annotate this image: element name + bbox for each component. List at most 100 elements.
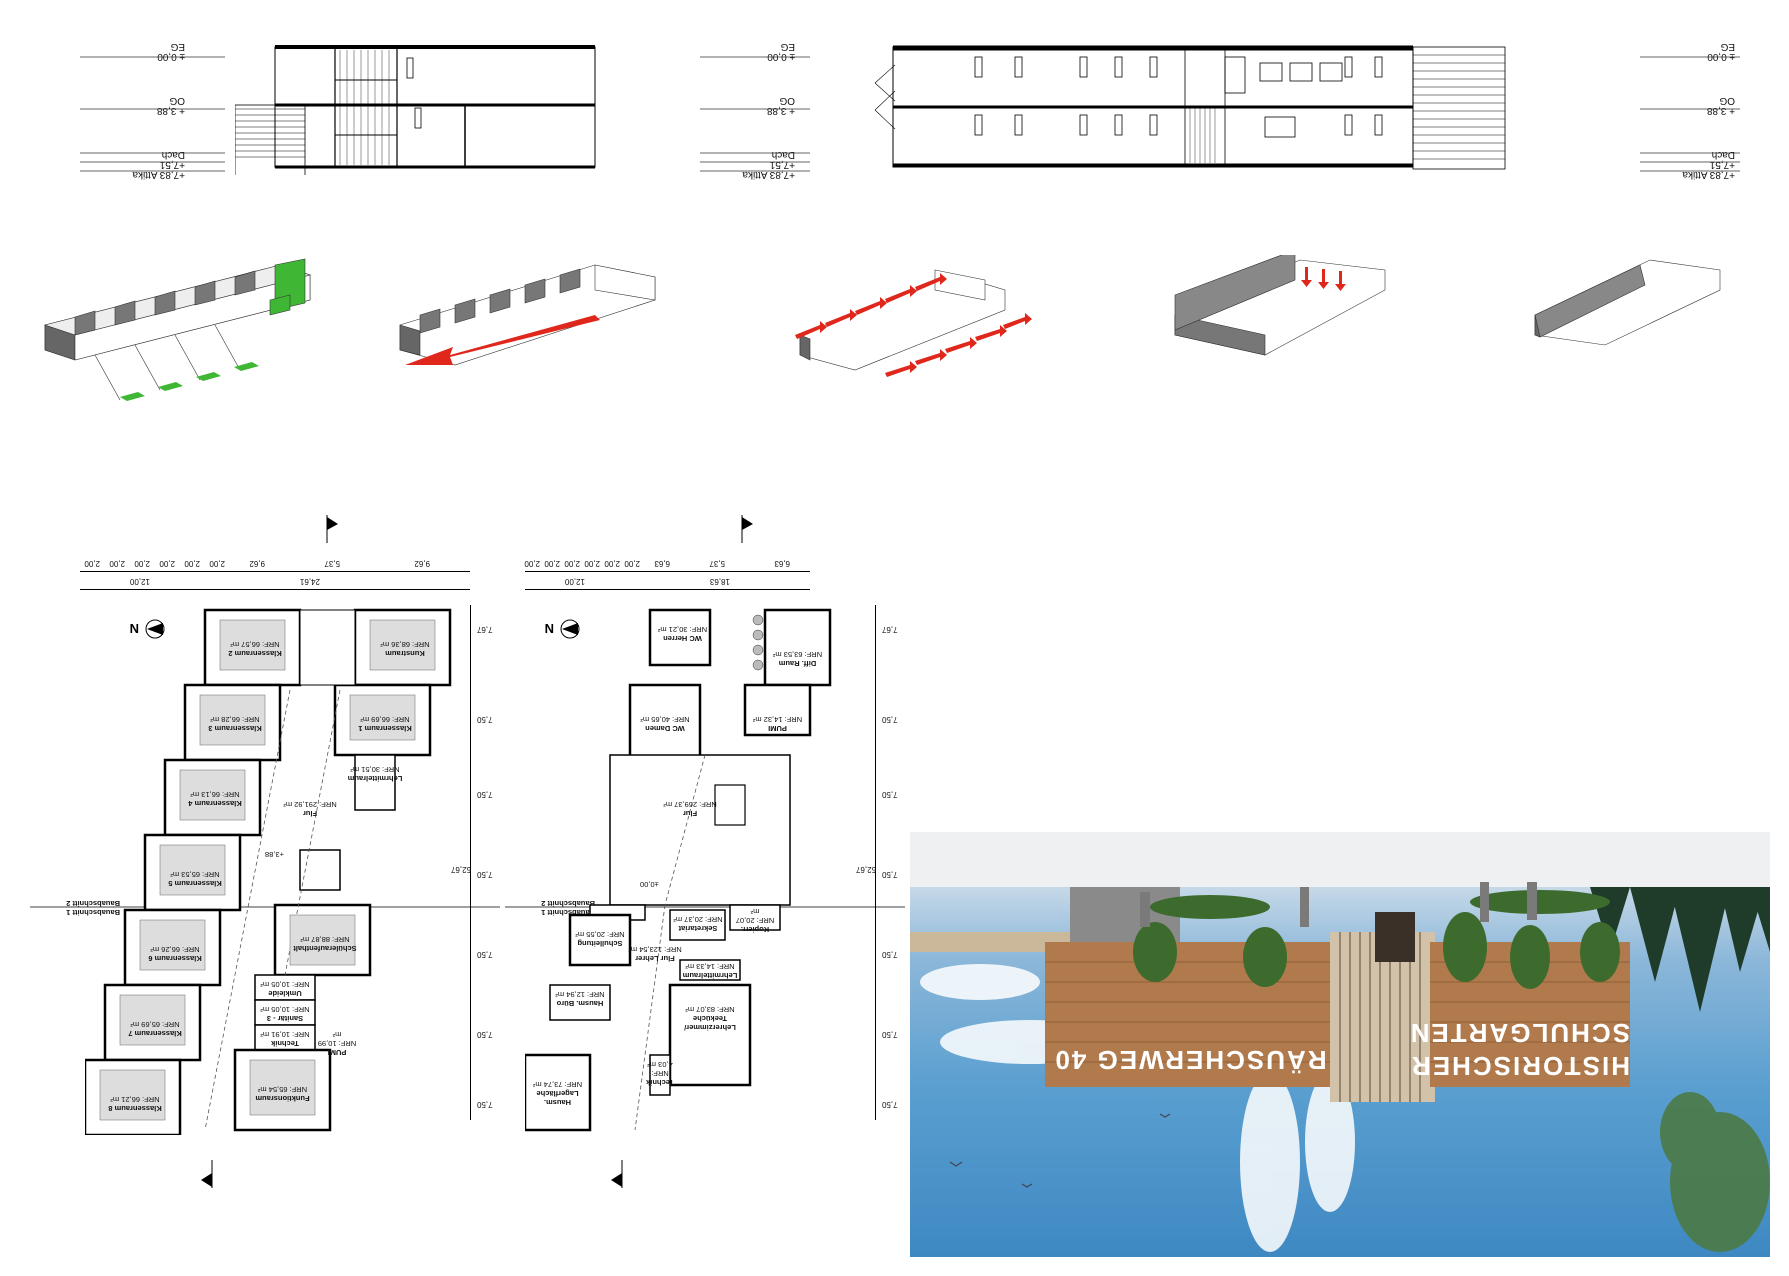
section-line-right (505, 906, 905, 908)
room-name: Diff. Raum (778, 659, 817, 668)
room-area: NRF: 65,54 m² (257, 1085, 308, 1094)
room-area: NRF: 66,26 m² (150, 945, 200, 954)
dim-top-2: 24,61 (299, 577, 320, 586)
dim-seg-7: 9,62 (249, 559, 265, 568)
dim-seg-4: 2,00 (584, 559, 600, 568)
room-area: NRF: 10,05 m² (260, 980, 310, 989)
section-flag-bottom-right (611, 1160, 623, 1188)
dim-seg-6: 2,00 (209, 559, 225, 568)
dim-seg-8: 5,37 (709, 559, 725, 568)
room-area: NRF: 63,53 m² (772, 650, 823, 659)
north-label: N (130, 621, 139, 636)
render-scene (910, 832, 1770, 1252)
dim-r-1: 7,67 (477, 625, 493, 634)
room-name: Klassenraum 4 (188, 799, 242, 808)
dim-r-3: 7,50 (477, 790, 493, 799)
room-name: Hausm. Lagerfläche (536, 1089, 579, 1107)
room-area: NRF: 66,69 m² (360, 715, 410, 724)
room-area: NRF: 14,32 m² (752, 715, 803, 724)
room-area: NRF: 4,03 m² (647, 1060, 673, 1078)
room-name: Sanitär - 3 (266, 1014, 304, 1023)
room-name: Kunstraum (385, 649, 425, 658)
room-area: NRF: 65,69 m² (130, 1020, 180, 1029)
room-name: Klassenraum 8 (108, 1104, 162, 1113)
dim-seg-5: 2,00 (604, 559, 620, 568)
room-area: NRF: 10,05 m² (260, 1005, 310, 1014)
dim-r-4: 7,50 (882, 870, 898, 879)
room-area: NRF: 269,37 m² (663, 800, 717, 809)
dim-seg-2: 2,00 (544, 559, 560, 568)
room-area: NRF: 66,28 m² (210, 715, 260, 724)
room-name: Schüleraufenthalt (293, 944, 357, 953)
room-name: Technik (646, 1078, 674, 1087)
room-name: PUMI (768, 724, 787, 733)
dim-r-7: 7,50 (477, 1100, 493, 1109)
dim-seg-8: 5,37 (324, 559, 340, 568)
section-flag-bottom-left (201, 1160, 213, 1188)
dim-r-6: 7,50 (882, 1030, 898, 1039)
dim-seg-3: 2,00 (134, 559, 150, 568)
sign-historischer-schulgarten: HISTORISCHER SCHULGARTEN (1409, 1012, 1630, 1082)
section-line-left (30, 906, 500, 908)
dim-seg-4: 2,00 (159, 559, 175, 568)
sign-text-schulgarten: HISTORISCHER SCHULGARTEN (1408, 1018, 1630, 1081)
dim-seg-1: 2,00 (84, 559, 100, 568)
room-area: NRF: 30,51 m² (350, 765, 400, 774)
room-area: NRF: 68,36 m² (380, 640, 430, 649)
floor-plan-ground-walls (525, 608, 832, 1132)
dim-r-1: 7,67 (882, 625, 898, 634)
room-name: Lehrmittelraum (347, 774, 403, 783)
dim-top-1: 12,00 (129, 577, 150, 586)
room-area: NRF: 10,91 m² (260, 1030, 310, 1039)
room-name: Technik (271, 1039, 299, 1048)
room-area: NRF: 65,53 m² (170, 870, 220, 879)
room-name: Klassenraum 1 (358, 724, 412, 733)
room-area: NRF: 66,21 m² (110, 1095, 160, 1104)
room-area: NRF: 66,13 m² (190, 790, 240, 799)
dim-seg-5: 2,00 (184, 559, 200, 568)
iso-diagram-green-modules (43, 258, 312, 401)
room-area: NRF: 20,55 m² (575, 930, 625, 939)
dims-top-left: 12,00 24,61 2,00 2,00 2,00 2,00 2,00 2,0… (80, 555, 470, 590)
room-name: WC Damen (645, 724, 685, 733)
room-area: NRF: 73,74 m² (532, 1080, 583, 1089)
room-area: NRF: 12,94 m² (555, 990, 605, 999)
iso-diagram-box (1534, 259, 1721, 346)
dim-seg-1: 2,00 (524, 559, 540, 568)
north-arrow-left: N (130, 619, 165, 639)
room-name: Klassenraum 5 (168, 879, 222, 888)
room-area: NRF: 123,54 m² (628, 945, 682, 954)
dim-r-2: 7,50 (477, 715, 493, 724)
dim-total-right: 52,67 (856, 865, 877, 874)
section-flag-top-right (741, 515, 753, 543)
dim-r-3: 7,50 (882, 790, 898, 799)
room-area: NRF: 20,37 m² (673, 915, 723, 924)
room-name: WC Herren (663, 634, 702, 643)
room-name: Klassenraum 7 (128, 1029, 182, 1038)
dim-r-6: 7,50 (477, 1030, 493, 1039)
iso-diagram-facade (1174, 255, 1386, 356)
dim-seg-9: 9,62 (414, 559, 430, 568)
elevation-marker: ±0,00 (640, 880, 659, 889)
room-name: PUMI (327, 1048, 347, 1057)
floor-plan-upper-walls (85, 608, 452, 1135)
room-name: Umkleide (268, 989, 302, 998)
